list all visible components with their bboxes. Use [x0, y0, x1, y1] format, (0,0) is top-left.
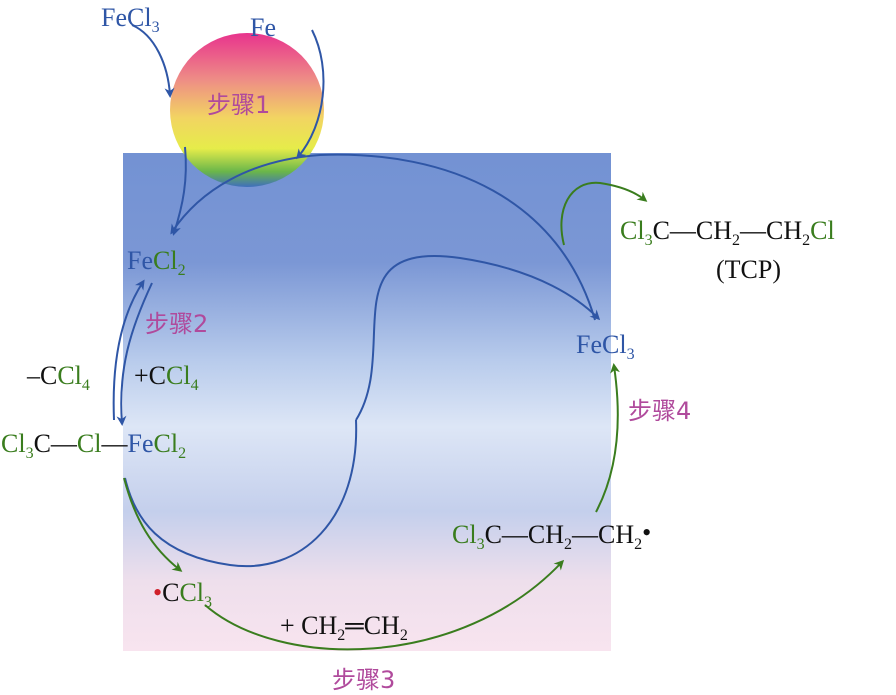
fe-top: Fe — [250, 13, 276, 42]
cl3c-cl-fecl2-complex: Cl3C—Cl—FeCl2 — [1, 429, 186, 462]
fecl3-top: FeCl3 — [101, 3, 160, 36]
arrow-complex-to-radical — [123, 477, 183, 572]
tcp-label: (TCP) — [716, 255, 781, 284]
ethylene: + CH2═CH2 — [280, 611, 408, 644]
fecl3-right: FeCl3 — [576, 330, 635, 363]
arrow-fecl3-to-fecl2 — [170, 153, 596, 321]
s-curve-lower — [124, 419, 358, 568]
fecl2: FeCl2 — [127, 246, 186, 279]
arrow-to-tcp — [560, 181, 648, 246]
arrow-step4 — [595, 363, 620, 513]
plus-ccl4: +CCl4 — [134, 361, 199, 394]
arrow-complex-up — [112, 279, 145, 421]
background-panel — [123, 153, 611, 651]
minus-ccl4: –CCl4 — [26, 361, 90, 394]
arrow-step3 — [204, 559, 565, 651]
s-curve — [355, 255, 601, 421]
iron-sphere — [170, 33, 324, 187]
propyl-radical: Cl3C—CH2—CH2• — [452, 518, 651, 553]
arrow-fecl2-down — [116, 282, 153, 426]
ccl3-radical: •CCl3 — [153, 578, 212, 611]
step3-label: 步骤3 — [332, 666, 395, 694]
tcp-product: Cl3C—CH2—CH2Cl — [620, 216, 835, 249]
step1-label: 步骤1 — [207, 91, 270, 119]
arrow-fecl3-to-sphere — [131, 24, 175, 98]
step2-label: 步骤2 — [145, 310, 208, 338]
step4-label: 步骤4 — [628, 397, 691, 425]
arrow-sphere-rim — [296, 29, 325, 160]
